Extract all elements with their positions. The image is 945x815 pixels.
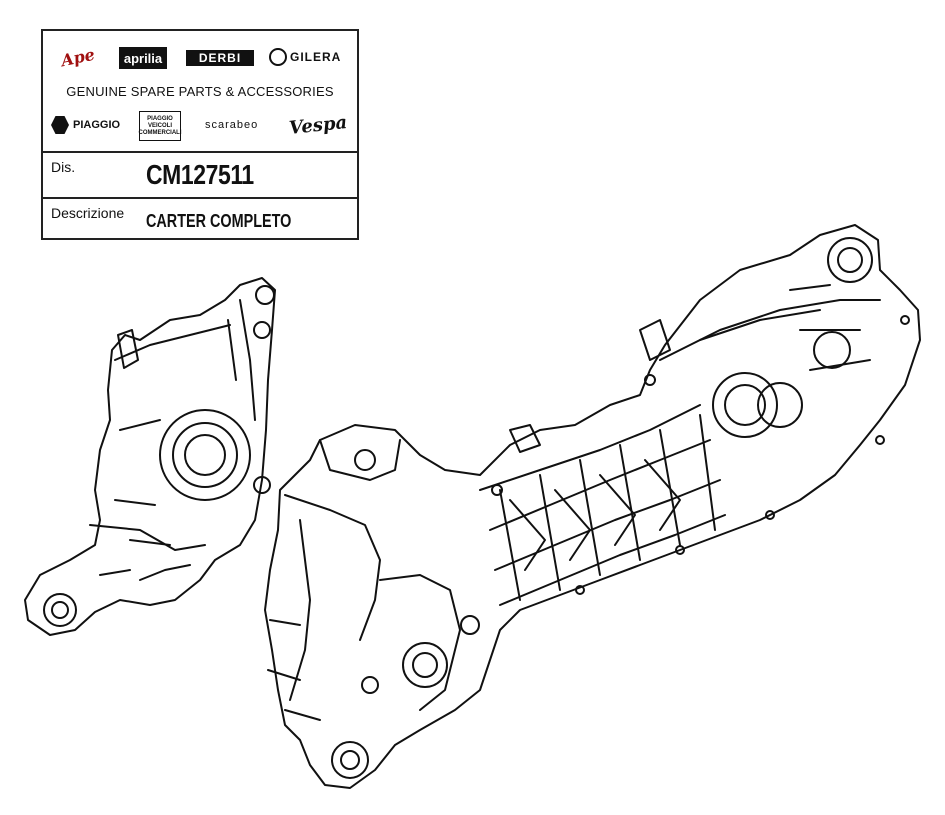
tagline: GENUINE SPARE PARTS & ACCESSORIES [66,84,334,99]
gilera-emblem-icon [269,48,287,66]
part-info-card: Ape aprilia DERBI GILERA GENUINE SPARE P… [41,29,359,240]
brand-row-top: Ape aprilia DERBI GILERA [51,44,351,71]
derbi-logo: DERBI [186,50,254,66]
description-value: CARTER COMPLETO [146,211,292,231]
divider [43,151,357,153]
left-crankcase-half [24,277,276,636]
main-crankcase [264,224,921,789]
description-label: Descrizione [51,205,125,221]
brand-row-bottom: PIAGGIO PIAGGIO VEICOLI COMMERCIALI scar… [51,111,351,141]
gilera-wordmark: GILERA [290,50,342,64]
scarabeo-logo: scarabeo [205,119,259,131]
pvc-bottom-text: VEICOLI COMMERCIALI [138,122,182,136]
pvc-top-text: PIAGGIO [147,115,173,122]
piaggio-veicoli-commerciali-logo: PIAGGIO VEICOLI COMMERCIALI [138,111,182,141]
divider [43,197,357,199]
piaggio-logo: PIAGGIO [51,116,120,134]
drawing-number: CM127511 [146,159,254,190]
piaggio-emblem-icon [51,116,69,134]
dis-label: Dis. [51,159,76,175]
aprilia-logo: aprilia [119,47,167,69]
piaggio-wordmark: PIAGGIO [73,119,121,131]
brand-logos: Ape aprilia DERBI GILERA GENUINE SPARE P… [43,31,357,153]
gilera-logo: GILERA [269,46,341,68]
